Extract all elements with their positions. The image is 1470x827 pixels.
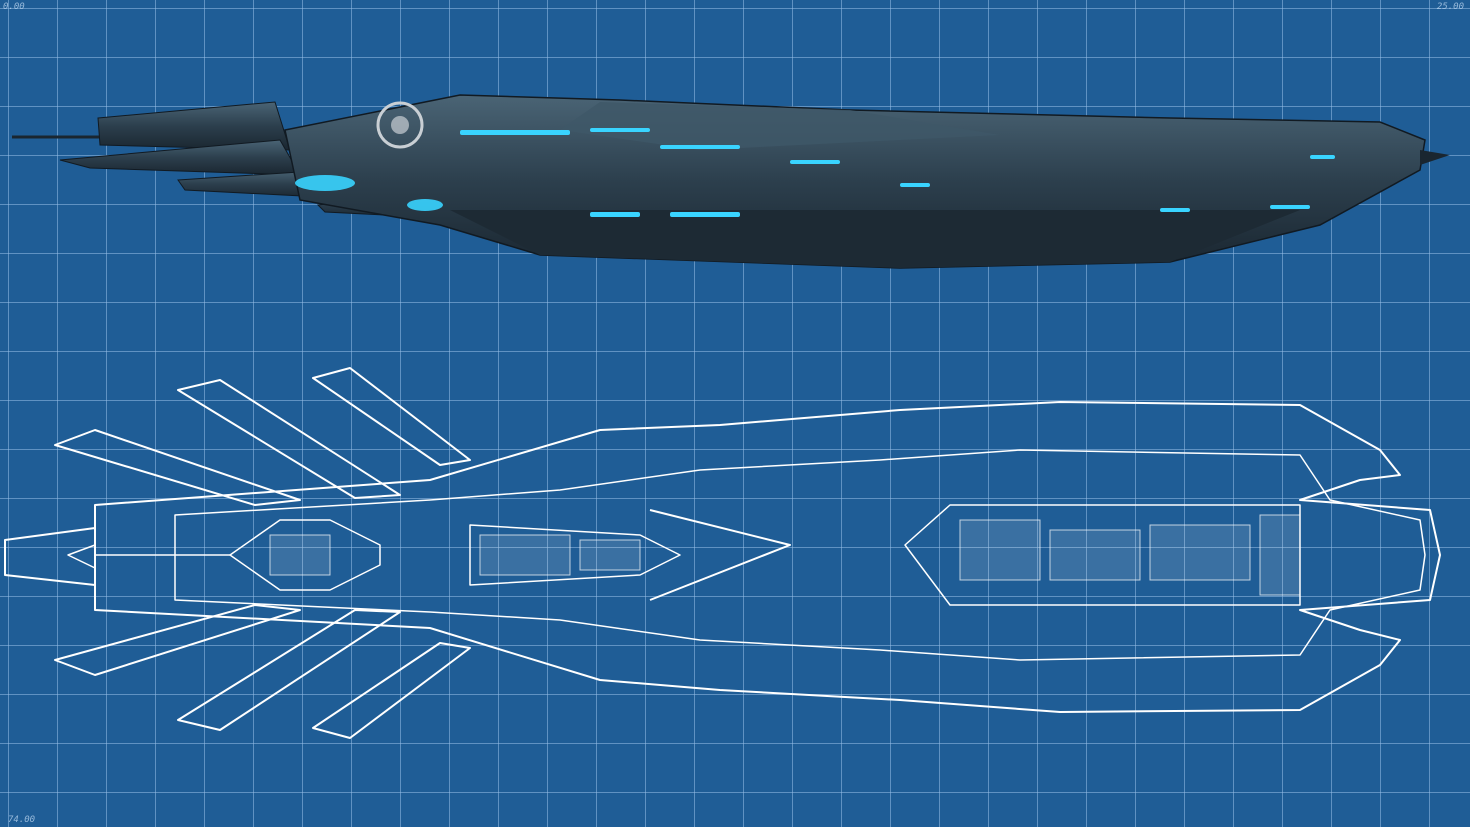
emblem-core	[391, 116, 409, 134]
inner-hull	[174, 449, 1426, 661]
fin-upper-1	[54, 429, 301, 506]
spine-v	[649, 509, 791, 601]
engine-section	[229, 519, 381, 591]
tail-nozzle	[67, 544, 96, 569]
engine-glow-upper	[295, 175, 355, 191]
glow-strips	[460, 128, 1335, 217]
dorsal-ridge	[560, 102, 1000, 150]
fin-lower-1	[54, 604, 301, 676]
interior-detail	[269, 514, 1301, 596]
scale-label-bottom-left: 74.00	[8, 815, 36, 825]
scale-label-top-right: 25.00	[1436, 2, 1464, 12]
fin-lower-2	[177, 609, 401, 731]
tail-block	[4, 527, 96, 586]
lower-keel	[450, 210, 1300, 268]
engine-glow-lower	[407, 199, 443, 211]
emblem-icon	[376, 101, 424, 149]
outer-hull	[94, 401, 1441, 713]
nose-tip	[1420, 150, 1450, 165]
fin-upper-2	[177, 379, 401, 499]
fin-lower-3	[312, 642, 471, 739]
mid-section	[469, 524, 681, 586]
fin-upper-3	[312, 367, 471, 466]
scale-label-top-left: 0.00	[3, 2, 25, 12]
